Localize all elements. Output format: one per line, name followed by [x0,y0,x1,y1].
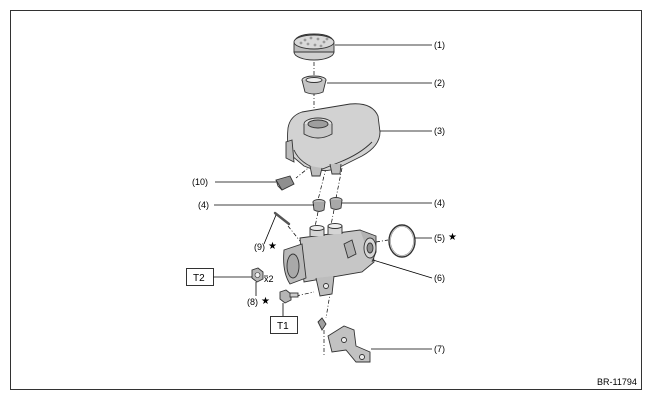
callout-3: (3) [434,126,445,136]
mounting-bracket [317,317,371,363]
callout-10: (10) [192,177,208,187]
callout-1: (1) [434,40,445,50]
star-marker-8: ★ [261,296,270,307]
mounting-bolt [279,289,299,304]
quantity-multiplier: x2 [264,274,274,284]
callout-5: (5) [434,233,445,243]
callout-4-right: (4) [434,198,445,208]
star-marker-5: ★ [448,232,457,243]
torque-box-t2 [186,268,214,286]
torque-box-t1 [270,316,298,334]
grommet-right [329,197,343,210]
master-cylinder-body [283,223,377,297]
diagram-frame [10,10,642,390]
callout-9: (9) [254,242,265,252]
callout-8: (8) [247,297,258,307]
reservoir-tank [285,103,381,177]
torque-label-t1: T1 [277,321,289,332]
callout-2: (2) [434,78,445,88]
callout-7: (7) [434,344,445,354]
callout-4-left: (4) [198,200,209,210]
o-ring [388,224,416,258]
callout-6: (6) [434,273,445,283]
reservoir-plug [275,175,295,191]
star-marker-9: ★ [268,241,277,252]
leader-lines [213,44,433,350]
reservoir-strainer [301,75,327,95]
figure-code: BR-11794 [597,377,637,387]
retaining-pin [273,211,291,226]
torque-label-t2: T2 [193,273,205,284]
grommet-left [312,199,326,212]
reservoir-cap [293,33,335,61]
mounting-nut [251,267,264,283]
